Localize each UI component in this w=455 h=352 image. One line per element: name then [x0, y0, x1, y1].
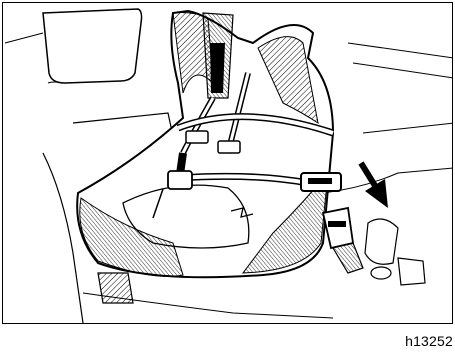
illustration-frame	[2, 2, 453, 324]
child-seat-illustration	[3, 3, 453, 324]
window-panel	[43, 9, 142, 83]
figure-id-label: h13252	[405, 333, 453, 349]
